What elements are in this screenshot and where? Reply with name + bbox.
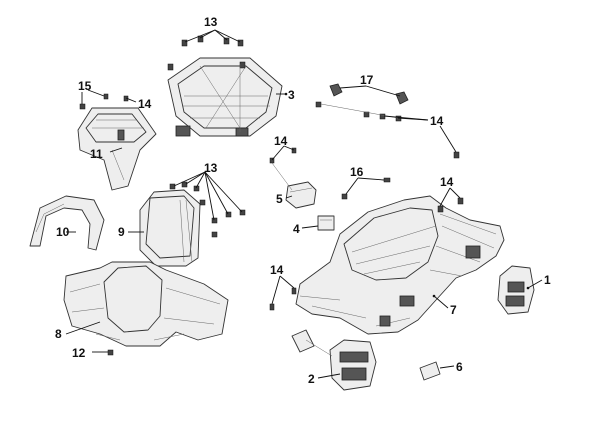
callout-13-top: 13	[204, 15, 218, 29]
part-17-grommets	[329, 83, 409, 105]
callout-16: 16	[350, 165, 364, 179]
callout-4: 4	[293, 222, 300, 236]
screws-14-right	[437, 187, 464, 213]
callout-6: 6	[456, 360, 463, 374]
screws-13-middle	[169, 171, 246, 238]
callout-14-top-right: 14	[430, 114, 444, 128]
part-7-rear-cover	[295, 195, 505, 335]
callout-12: 12	[72, 346, 86, 360]
callout-14-left: 14	[138, 97, 152, 111]
part-6-cap	[419, 361, 455, 381]
screw-12	[92, 349, 114, 356]
callout-7: 7	[450, 303, 457, 317]
leader-lines	[65, 92, 543, 379]
callout-11: 11	[90, 147, 103, 161]
part-11-upper-cover	[77, 107, 157, 191]
callout-15: 15	[78, 79, 92, 93]
part-5-bracket	[269, 145, 317, 209]
screws-14-top-right	[315, 101, 460, 159]
screws-13-top	[167, 29, 246, 132]
part-1-right-switch	[497, 265, 535, 315]
callout-8: 8	[55, 327, 62, 341]
part-2-left-switch	[291, 329, 377, 391]
part-9-headlight	[139, 189, 201, 267]
part-16-clip	[341, 177, 391, 200]
callout-9: 9	[118, 225, 125, 239]
part-10-trim-strip	[29, 195, 105, 251]
callout-2: 2	[308, 372, 315, 386]
callout-3: 3	[288, 88, 295, 102]
callout-labels: 1 2 3 4 5 6 7 8 9 10 11 12 13 13 14 14 1…	[55, 15, 551, 386]
callout-13-middle: 13	[204, 161, 218, 175]
callout-1: 1	[544, 273, 551, 287]
part-8-front-cover	[63, 261, 229, 347]
screws-15-14-left	[79, 89, 137, 110]
callout-14-right: 14	[440, 175, 454, 189]
callout-14-lower-left: 14	[270, 263, 284, 277]
callout-5: 5	[276, 192, 283, 206]
callout-17: 17	[360, 73, 374, 87]
callout-10: 10	[56, 225, 70, 239]
part-4-bracket	[317, 215, 335, 231]
part-3-instrument-cover	[167, 57, 283, 137]
screws-14-lower-left	[269, 275, 297, 311]
callout-14-bracket: 14	[274, 134, 288, 148]
